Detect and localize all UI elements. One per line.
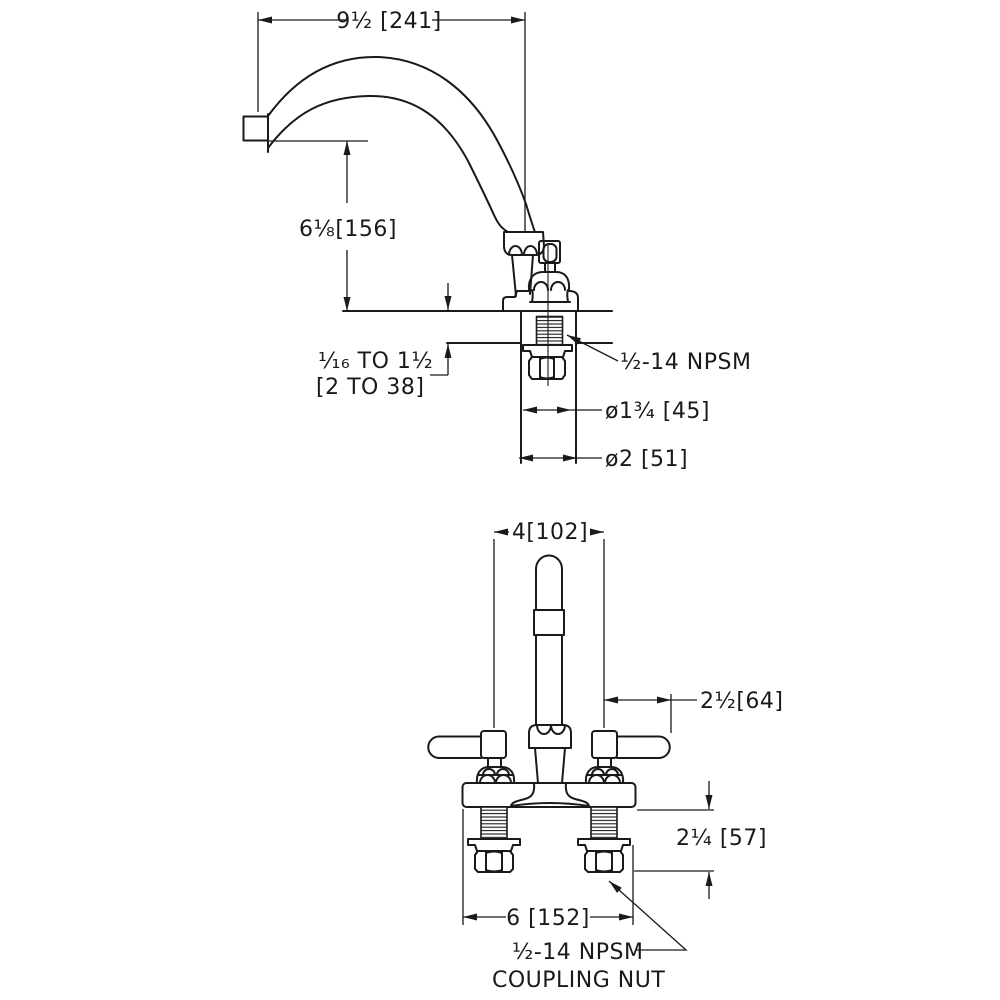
dim-handle-centers-ext [493,539,605,728]
dim-hole-dia-label: ø1¾ [45] [605,399,710,424]
dim-base-width-label: 6 [152] [506,906,590,931]
shank-left-washer [467,838,521,852]
callout-coupling-nut-line1: ½-14 NPSM [512,940,643,965]
body-bell-front [510,782,590,807]
handle-lever-end-side [542,243,558,263]
shank-right-threads [590,806,618,840]
deck-lines-side [342,310,613,344]
dim-deck-label-line1: ¹⁄₁₆ TO 1½ [318,349,433,374]
spout-nut-front [528,724,572,749]
dim-spout-height-label: 6⅛[156] [299,217,397,242]
handle-right-neck [597,757,612,768]
dim-spout-reach-ext [257,12,526,232]
shank-threads-side [535,315,564,346]
body-flange-side [502,290,579,312]
dim-hole-dia: ø1¾ [45] [523,399,710,424]
front-view: 4[102] 2½[64] 2¼ [57] 6 [152] ½-14 NPSM [427,520,783,993]
spout-front [535,554,563,726]
handle-left-neck [487,757,502,768]
spout-collar-front [533,609,565,636]
dim-deck-thickness: ¹⁄₁₆ TO 1½ [2 TO 38] [316,283,452,400]
spout-tip-outlet [242,115,269,142]
dim-body-dia: ø2 [51] [519,447,688,472]
callout-coupling-nut-leader [608,880,688,951]
callout-coupling-nut-line2: COUPLING NUT [492,968,665,993]
dim-shank-length-label: 2¼ [57] [676,826,767,851]
coupling-nut-left [474,850,514,873]
bonnet-side [527,271,571,303]
callout-shank-thread-leader [566,334,619,362]
dim-handle-length-label: 2½[64] [700,689,783,714]
dim-spout-reach: 9½ [241] [257,9,526,232]
deck-base-front [461,782,637,808]
handle-left-lever [427,735,482,759]
callout-coupling-nut: ½-14 NPSM COUPLING NUT [492,880,688,993]
dim-handle-length: 2½[64] [604,689,783,733]
dim-handle-centers: 4[102] [493,520,605,728]
dim-handle-centers-label: 4[102] [512,520,588,545]
handle-right [584,730,671,784]
handle-right-lever [616,735,671,759]
side-view: 9½ [241] 6⅛[156] ¹⁄₁₆ TO 1½ [2 TO 38] ½-… [242,9,751,472]
handle-left-bonnet [475,766,516,784]
handle-right-bonnet [584,766,625,784]
shank-left-threads [480,806,508,840]
coupling-nut-right [584,850,624,873]
dim-shank-length-ext [634,809,714,872]
handle-right-stem [591,730,618,759]
dim-spout-height: 6⅛[156] [268,140,397,311]
shank-right-washer [577,838,631,852]
handle-left [427,730,516,784]
callout-shank-thread: ½-14 NPSM [566,334,751,375]
dim-base-width: 6 [152] [462,809,634,931]
dim-deck-label-line2: [2 TO 38] [316,375,424,400]
locknut-side [528,356,566,380]
body-front [534,747,566,784]
dim-base-width-ext [462,809,634,925]
handle-left-stem [480,730,507,759]
spout-neck-side [511,254,534,297]
callout-shank-thread-label: ½-14 NPSM [620,350,751,375]
spout-side-profile [267,55,536,233]
handle-stem-side [544,262,556,273]
dim-body-dia-label: ø2 [51] [605,447,688,472]
dim-shank-length: 2¼ [57] [634,781,767,899]
dim-spout-reach-label: 9½ [241] [336,9,441,34]
